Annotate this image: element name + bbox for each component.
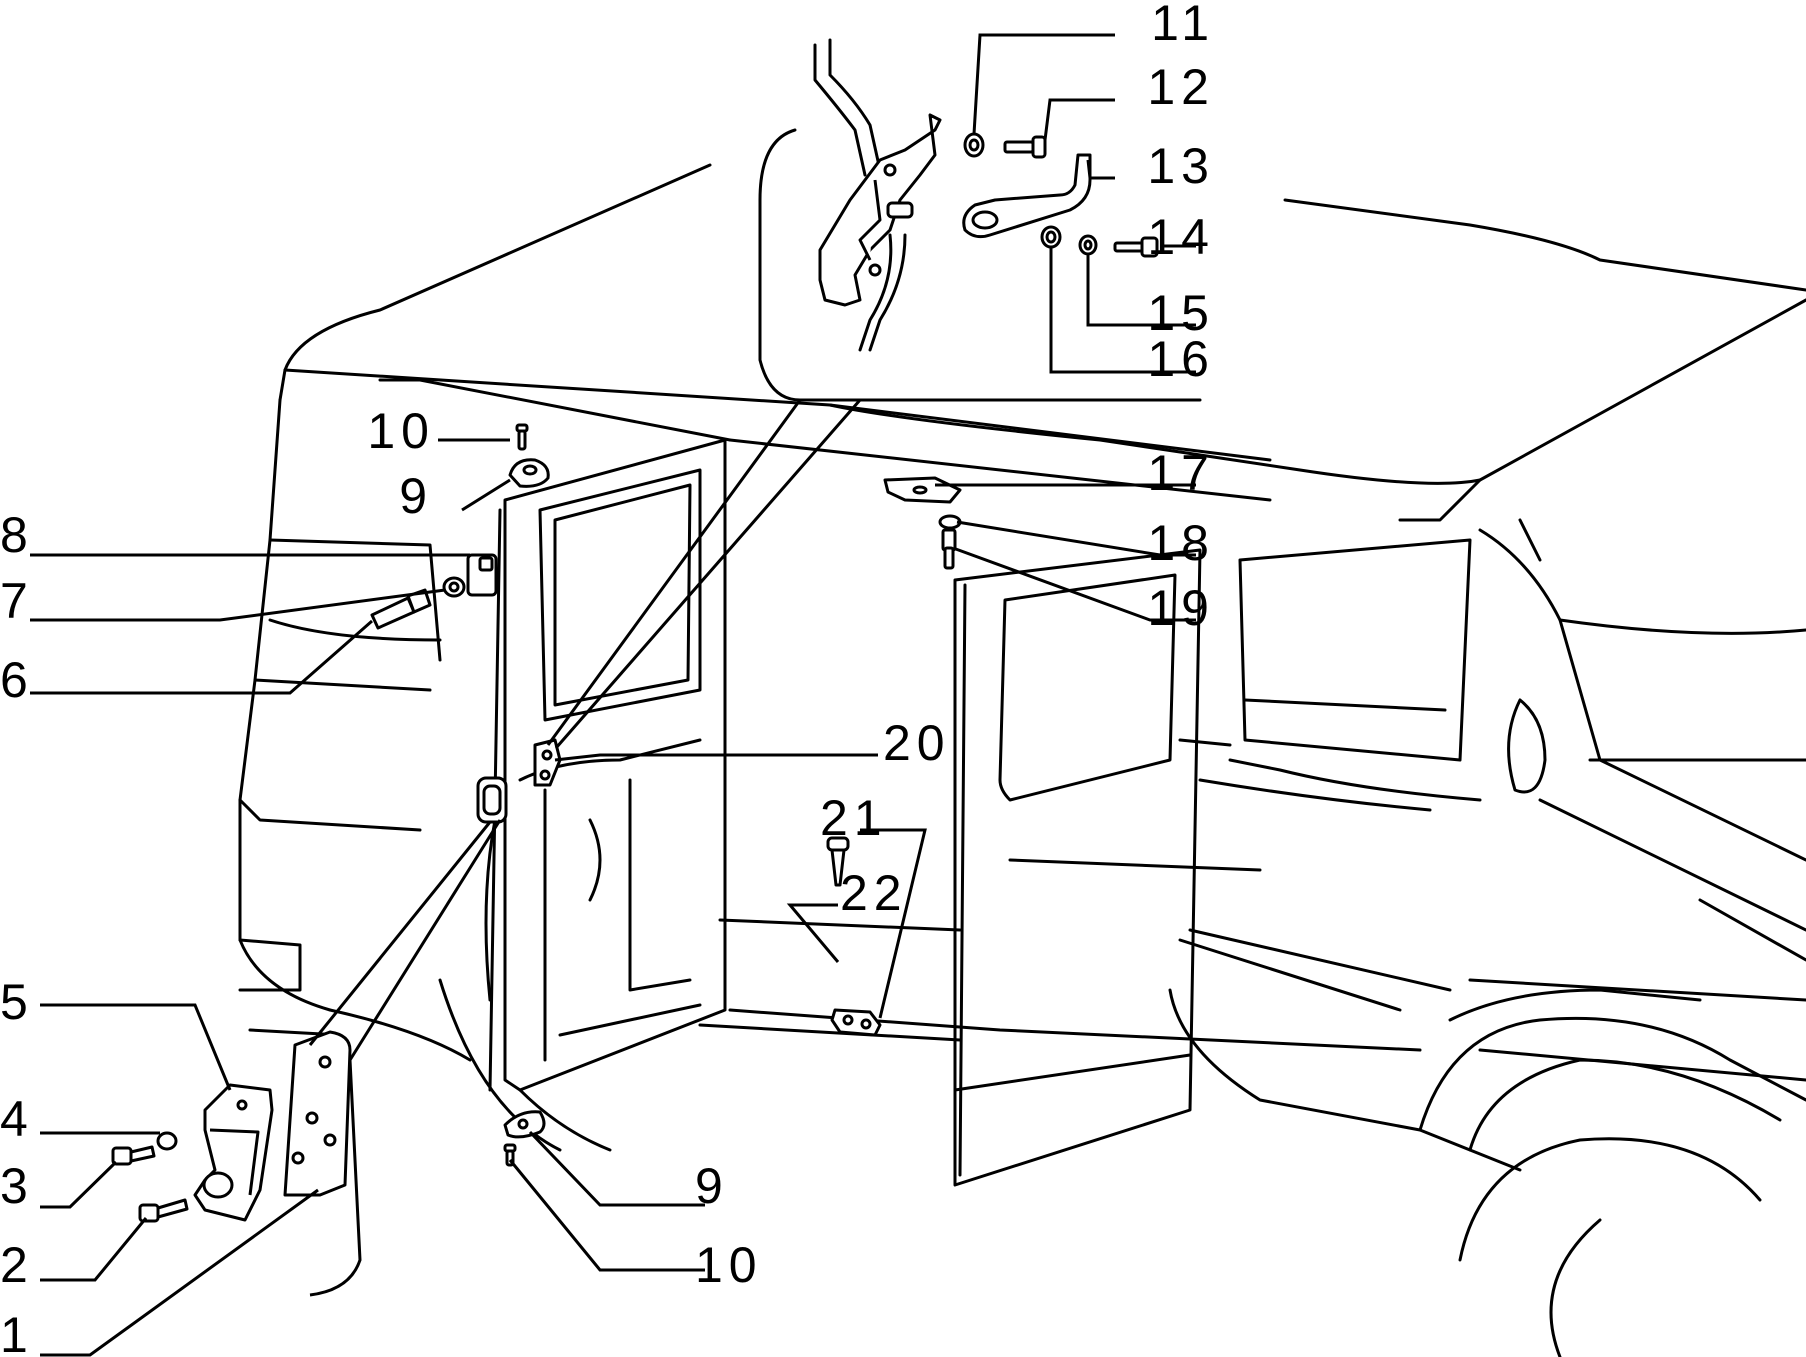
part-5-striker-housing bbox=[193, 1083, 274, 1222]
label-9-top: 9 bbox=[399, 468, 433, 524]
label-6: 6 bbox=[0, 652, 34, 708]
label-10-top: 10 bbox=[367, 403, 435, 459]
label-15: 15 bbox=[1147, 285, 1215, 341]
door-lock-housing bbox=[476, 776, 508, 824]
label-3: 3 bbox=[0, 1158, 34, 1214]
part-17-bracket bbox=[883, 476, 962, 504]
hinge-inset-bracket bbox=[818, 113, 942, 307]
part-16-washer bbox=[1040, 225, 1062, 249]
part-12-bolt bbox=[1003, 135, 1047, 159]
label-10-bottom: 10 bbox=[695, 1237, 763, 1293]
part-9-stopper-bottom bbox=[503, 1110, 546, 1139]
label-19: 19 bbox=[1147, 580, 1215, 636]
label-22: 22 bbox=[840, 865, 908, 921]
label-11: 11 bbox=[1151, 0, 1215, 51]
part-3-bolt bbox=[111, 1145, 156, 1166]
label-12: 12 bbox=[1147, 59, 1215, 115]
label-14: 14 bbox=[1147, 209, 1215, 265]
label-18: 18 bbox=[1147, 515, 1215, 571]
part-13-hinge-arm bbox=[962, 153, 1092, 239]
label-20: 20 bbox=[883, 715, 951, 771]
part-8-clip bbox=[466, 553, 498, 597]
label-21: 21 bbox=[820, 790, 888, 846]
part-14-bolt bbox=[1113, 236, 1159, 258]
label-16: 16 bbox=[1147, 331, 1215, 387]
label-8: 8 bbox=[0, 507, 34, 563]
part-19-bolt bbox=[941, 528, 957, 570]
label-13: 13 bbox=[1147, 138, 1215, 194]
part-11-washer bbox=[963, 132, 985, 158]
part-7-washer bbox=[442, 576, 466, 598]
label-4: 4 bbox=[0, 1091, 34, 1147]
label-7: 7 bbox=[0, 573, 34, 629]
label-2: 2 bbox=[0, 1237, 34, 1293]
part-9-stopper-top bbox=[508, 458, 550, 488]
part-22-screw bbox=[826, 836, 850, 887]
label-17: 17 bbox=[1147, 445, 1215, 501]
part-10-screw-top bbox=[515, 423, 529, 451]
part-labels: 11 12 13 14 15 16 17 18 19 20 21 22 10 9… bbox=[0, 0, 1215, 1357]
label-9-bottom: 9 bbox=[695, 1158, 729, 1214]
part-4-washer bbox=[156, 1131, 178, 1151]
part-1-plate bbox=[283, 1030, 352, 1197]
part-2-bolt bbox=[138, 1198, 189, 1223]
leader-lines bbox=[30, 33, 1196, 1357]
part-15-washer bbox=[1078, 234, 1098, 256]
part-21-plate bbox=[830, 1008, 882, 1037]
label-5: 5 bbox=[0, 974, 34, 1030]
label-1: 1 bbox=[0, 1307, 34, 1357]
vehicle-outline bbox=[238, 38, 1806, 1357]
